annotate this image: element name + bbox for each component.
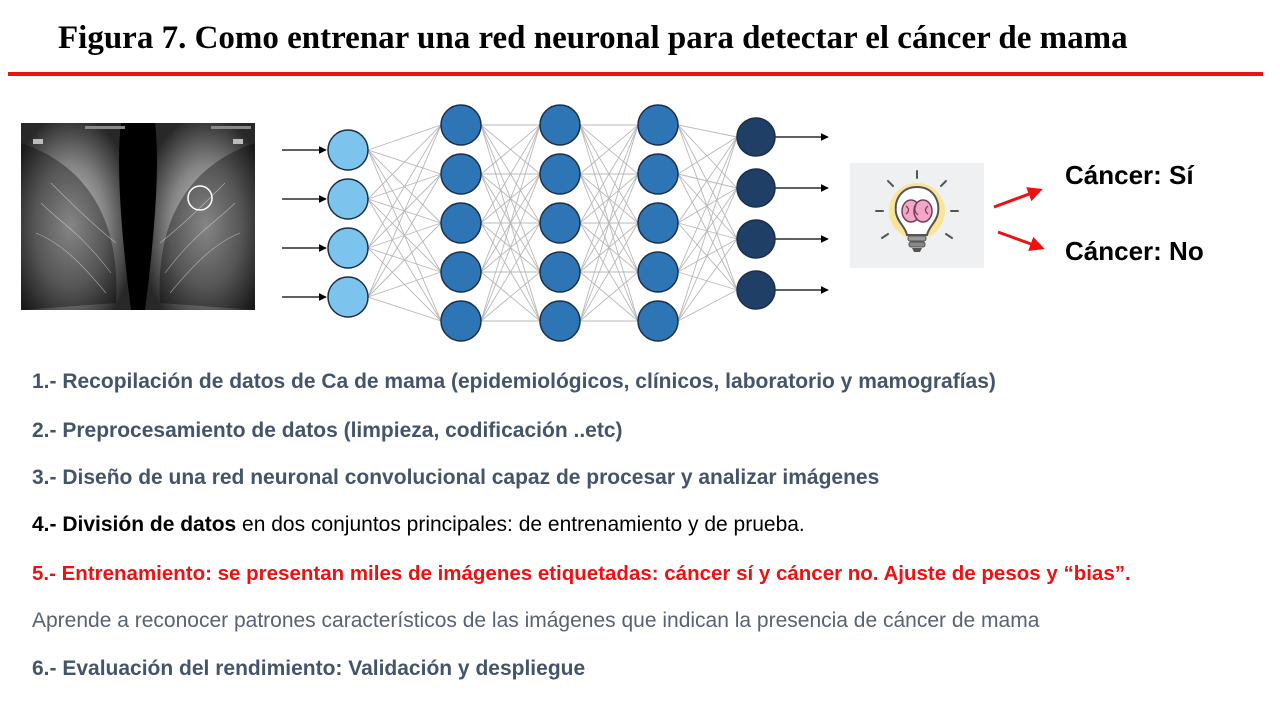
input-node bbox=[327, 178, 369, 220]
output-node bbox=[736, 117, 776, 157]
hidden-node bbox=[440, 202, 482, 244]
network-connection bbox=[367, 222, 442, 298]
hidden-node bbox=[637, 104, 679, 146]
network-connection bbox=[677, 238, 738, 322]
input-node bbox=[327, 276, 369, 318]
hidden-node bbox=[637, 202, 679, 244]
hidden-node bbox=[440, 104, 482, 146]
network-connection bbox=[677, 173, 738, 189]
network-connection bbox=[367, 124, 442, 298]
network-connection bbox=[579, 271, 639, 322]
network-connection bbox=[367, 124, 442, 151]
hidden-node bbox=[637, 251, 679, 293]
input-node bbox=[327, 129, 369, 171]
outcome-arrows bbox=[993, 187, 1045, 251]
step-1: 1.- Recopilación de datos de Ca de mama … bbox=[32, 370, 996, 393]
network-connection bbox=[677, 173, 738, 240]
network-connection bbox=[677, 136, 738, 175]
title-underline bbox=[8, 72, 1263, 76]
network-connection bbox=[367, 296, 442, 322]
step-5-note: Aprende a reconocer patrones característ… bbox=[32, 609, 1040, 632]
network-connection bbox=[677, 136, 738, 273]
network-connection bbox=[677, 222, 738, 240]
network-connection bbox=[579, 222, 639, 322]
step-4-text: en dos conjuntos principales: de entrena… bbox=[236, 513, 805, 536]
hidden-node bbox=[637, 153, 679, 195]
input-node bbox=[327, 227, 369, 269]
network-connection bbox=[677, 136, 738, 224]
step-3: 3.- Diseño de una red neuronal convoluci… bbox=[32, 466, 880, 489]
output-node bbox=[736, 168, 776, 208]
hidden-node bbox=[440, 300, 482, 342]
lightbulb-brain-icon bbox=[850, 163, 984, 268]
hidden-node bbox=[539, 300, 581, 342]
step-4: 4.- División de datos en dos conjuntos p… bbox=[32, 513, 805, 537]
step-2: 2.- Preprocesamiento de datos (limpieza,… bbox=[32, 419, 623, 442]
network-connection bbox=[579, 124, 639, 273]
network-connection bbox=[677, 173, 738, 291]
network-connection bbox=[677, 124, 738, 189]
network-connection bbox=[367, 173, 442, 298]
network-connection bbox=[677, 271, 738, 291]
network-connection bbox=[677, 187, 738, 322]
network-connection bbox=[579, 173, 639, 322]
mammogram-image bbox=[21, 123, 255, 310]
network-connection bbox=[677, 124, 738, 138]
network-connection bbox=[677, 289, 738, 322]
network-connection bbox=[677, 222, 738, 291]
network-connection bbox=[480, 124, 541, 322]
step-4-number: 4.- bbox=[32, 513, 63, 536]
output-node bbox=[736, 219, 776, 259]
outcome-cancer-yes: Cáncer: Sí bbox=[1065, 160, 1194, 190]
network-connection bbox=[480, 124, 541, 273]
network-connection bbox=[677, 124, 738, 240]
network-connection bbox=[677, 136, 738, 322]
network-connection bbox=[367, 124, 442, 249]
network-connection bbox=[367, 271, 442, 298]
network-connection bbox=[480, 271, 541, 322]
network-connection bbox=[480, 222, 541, 322]
step-6: 6.- Evaluación del rendimiento: Validaci… bbox=[32, 657, 586, 680]
network-connection bbox=[480, 173, 541, 322]
outcome-cancer-no: Cáncer: No bbox=[1065, 236, 1204, 266]
hidden-node bbox=[440, 153, 482, 195]
hidden-node bbox=[539, 202, 581, 244]
neural-network-diagram bbox=[282, 104, 829, 342]
hidden-node bbox=[637, 300, 679, 342]
network-connection bbox=[677, 124, 738, 291]
step-4-emphasis: División de datos bbox=[62, 513, 237, 536]
step-5: 5.- Entrenamiento: se presentan miles de… bbox=[32, 562, 1131, 585]
network-connection bbox=[480, 124, 541, 175]
figure-title: Figura 7. Como entrenar una red neuronal… bbox=[58, 20, 1128, 56]
network-connection bbox=[579, 124, 639, 322]
network-connection bbox=[579, 124, 639, 224]
hidden-node bbox=[440, 251, 482, 293]
hidden-node bbox=[539, 104, 581, 146]
network-connection bbox=[367, 124, 442, 200]
network-connection bbox=[480, 124, 541, 224]
network-connection bbox=[579, 124, 639, 175]
hidden-node bbox=[539, 251, 581, 293]
output-node bbox=[736, 270, 776, 310]
hidden-node bbox=[539, 153, 581, 195]
